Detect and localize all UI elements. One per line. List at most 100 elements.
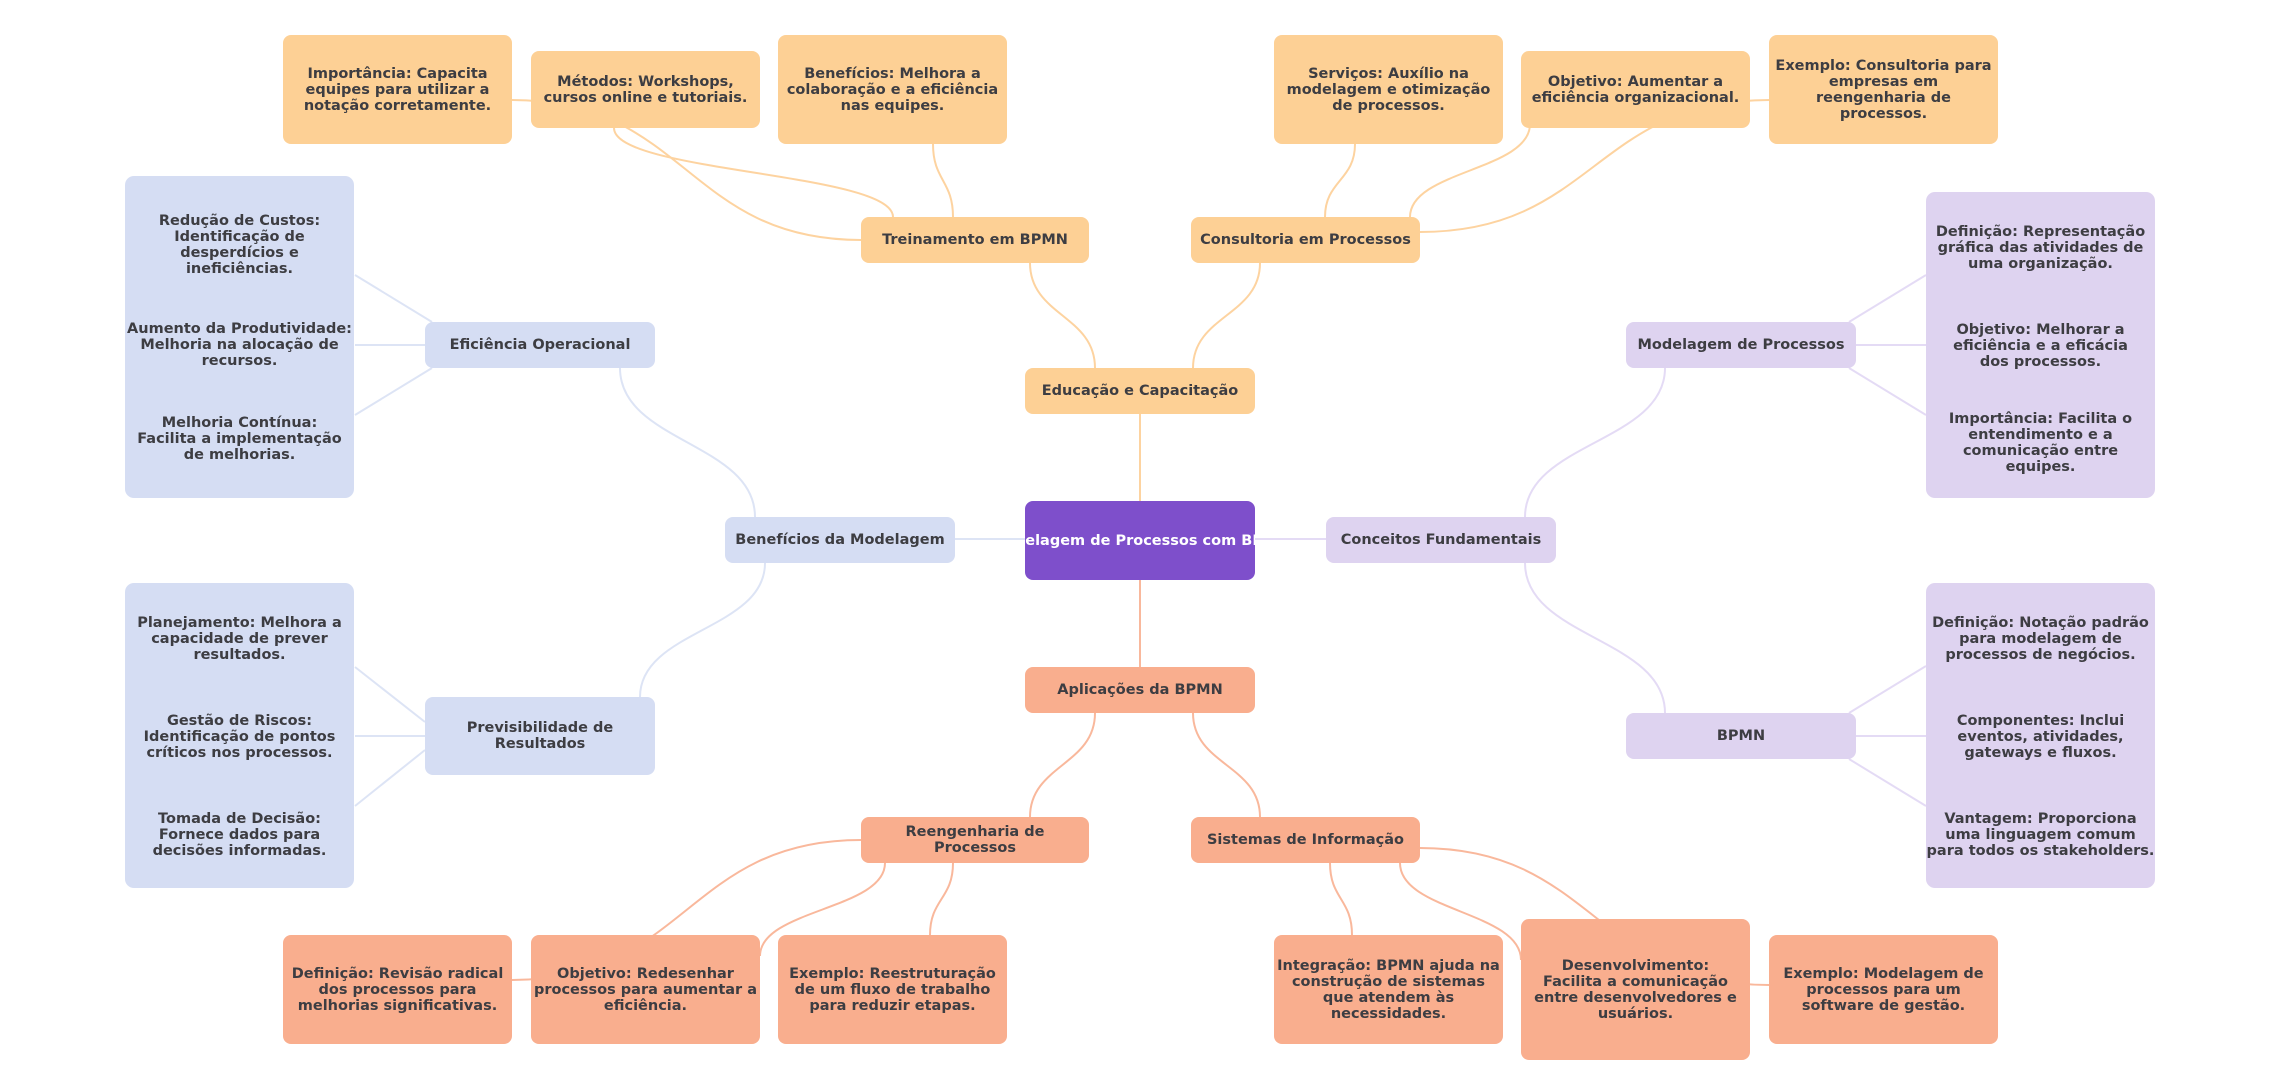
efficiency-leaves-panel xyxy=(125,176,354,498)
leaf-text: Gestão de Riscos: Identificação de ponto… xyxy=(143,713,336,761)
leaf-predictability-decision[interactable]: Tomada de Decisão: Fornece dados para de… xyxy=(125,789,354,881)
leaf-training-importance[interactable]: Importância: Capacita equipes para utili… xyxy=(283,35,512,144)
branch-benefits[interactable]: Benefícios da Modelagem xyxy=(725,517,955,563)
node-training-label: Treinamento em BPMN xyxy=(882,232,1068,248)
leaf-text: Métodos: Workshops, cursos online e tuto… xyxy=(543,73,748,106)
edge-benefits-predictability xyxy=(639,562,766,698)
edge-efficiency-leaf-0 xyxy=(354,274,433,323)
edge-training-leaf-2 xyxy=(932,143,954,218)
leaf-modeling-definition[interactable]: Definição: Representação gráfica das ati… xyxy=(1926,202,2155,294)
node-predictability[interactable]: Previsibilidade de Resultados xyxy=(425,697,655,775)
edge-predictability-leaf-0 xyxy=(354,666,426,723)
root-label: Modelagem de Processos com BPMN xyxy=(1025,532,1255,549)
node-efficiency-label: Eficiência Operacional xyxy=(449,337,631,353)
edge-education-training xyxy=(1029,262,1096,369)
leaf-predictability-risk[interactable]: Gestão de Riscos: Identificação de ponto… xyxy=(125,691,354,783)
node-training[interactable]: Treinamento em BPMN xyxy=(861,217,1089,263)
leaf-text: Definição: Revisão radical dos processos… xyxy=(291,965,504,1014)
node-efficiency[interactable]: Eficiência Operacional xyxy=(425,322,655,368)
leaf-text: Componentes: Inclui eventos, atividades,… xyxy=(1956,713,2125,761)
leaf-text: Tomada de Decisão: Fornece dados para de… xyxy=(152,811,327,859)
leaf-text: Serviços: Auxílio na modelagem e otimiza… xyxy=(1286,65,1491,114)
edge-concepts-bpmn xyxy=(1524,562,1666,714)
leaf-systems-example[interactable]: Exemplo: Modelagem de processos para um … xyxy=(1769,935,1998,1044)
branch-education[interactable]: Educação e Capacitação xyxy=(1025,368,1255,414)
leaf-text: Aumento da Produtividade: Melhoria na al… xyxy=(127,321,352,369)
leaf-text: Planejamento: Melhora a capacidade de pr… xyxy=(137,615,342,663)
leaf-text: Importância: Facilita o entendimento e a… xyxy=(1948,411,2133,475)
edge-consulting-leaf-0 xyxy=(1324,143,1356,218)
leaf-efficiency-continuous-improvement[interactable]: Melhoria Contínua: Facilita a implementa… xyxy=(125,394,354,484)
leaf-efficiency-productivity[interactable]: Aumento da Produtividade: Melhoria na al… xyxy=(125,300,354,390)
process-modeling-leaves-panel xyxy=(1926,192,2155,498)
leaf-text: Redução de Custos: Identificação de desp… xyxy=(158,213,321,277)
edge-efficiency-leaf-2 xyxy=(354,367,433,416)
leaf-reengineering-objective[interactable]: Objetivo: Redesenhar processos para aume… xyxy=(531,935,760,1044)
leaf-reengineering-definition[interactable]: Definição: Revisão radical dos processos… xyxy=(283,935,512,1044)
node-reengineering-label: Reengenharia de Processos xyxy=(905,824,1045,856)
leaf-text: Definição: Notação padrão para modelagem… xyxy=(1932,615,2149,663)
leaf-bpmn-components[interactable]: Componentes: Inclui eventos, atividades,… xyxy=(1926,691,2155,783)
bpmn-leaves-panel xyxy=(1926,583,2155,888)
edge-concepts-modeling xyxy=(1524,367,1666,518)
edge-predictability-leaf-2 xyxy=(354,749,426,807)
leaf-systems-development[interactable]: Desenvolvimento: Facilita a comunicação … xyxy=(1521,919,1750,1060)
edge-training-leaf-1 xyxy=(613,127,894,218)
node-consulting-label: Consultoria em Processos xyxy=(1200,232,1411,248)
leaf-consulting-example[interactable]: Exemplo: Consultoria para empresas em re… xyxy=(1769,35,1998,144)
leaf-text: Vantagem: Proporciona uma linguagem comu… xyxy=(1926,811,2155,859)
leaf-text: Exemplo: Reestruturação de um fluxo de t… xyxy=(789,965,996,1014)
leaf-bpmn-advantage[interactable]: Vantagem: Proporciona uma linguagem comu… xyxy=(1926,789,2155,881)
node-bpmn-label: BPMN xyxy=(1716,728,1766,744)
leaf-text: Objetivo: Melhorar a eficiência e a efic… xyxy=(1953,322,2128,370)
root-node[interactable]: Modelagem de Processos com BPMN xyxy=(1025,501,1255,580)
leaf-consulting-objective[interactable]: Objetivo: Aumentar a eficiência organiza… xyxy=(1521,51,1750,128)
leaf-text: Importância: Capacita equipes para utili… xyxy=(303,65,492,114)
node-process-modeling-label: Modelagem de Processos xyxy=(1637,337,1845,353)
node-information-systems-label: Sistemas de Informação xyxy=(1206,832,1405,848)
edge-consulting-leaf-1 xyxy=(1409,123,1531,218)
branch-benefits-label: Benefícios da Modelagem xyxy=(735,532,945,548)
leaf-consulting-services[interactable]: Serviços: Auxílio na modelagem e otimiza… xyxy=(1274,35,1503,144)
leaf-training-benefits[interactable]: Benefícios: Melhora a colaboração e a ef… xyxy=(778,35,1007,144)
leaf-modeling-importance[interactable]: Importância: Facilita o entendimento e a… xyxy=(1926,397,2155,489)
node-predictability-label: Previsibilidade de Resultados xyxy=(466,720,614,752)
predictability-leaves-panel xyxy=(125,583,354,888)
leaf-text: Desenvolvimento: Facilita a comunicação … xyxy=(1534,957,1737,1022)
branch-applications-label: Aplicações da BPMN xyxy=(1057,682,1223,698)
edge-reengineering-leaf-1 xyxy=(759,862,886,957)
edge-reengineering-leaf-2 xyxy=(929,862,954,936)
edge-benefits-efficiency xyxy=(619,367,756,518)
edge-education-consulting xyxy=(1192,262,1261,369)
node-reengineering[interactable]: Reengenharia de Processos xyxy=(861,817,1089,863)
edge-systems-leaf-0 xyxy=(1329,862,1353,936)
leaf-text: Exemplo: Modelagem de processos para um … xyxy=(1783,965,1984,1014)
leaf-efficiency-cost-reduction[interactable]: Redução de Custos: Identificação de desp… xyxy=(125,176,354,314)
branch-concepts[interactable]: Conceitos Fundamentais xyxy=(1326,517,1556,563)
leaf-text: Definição: Representação gráfica das ati… xyxy=(1935,224,2146,272)
leaf-text: Integração: BPMN ajuda na construção de … xyxy=(1277,957,1500,1022)
leaf-training-methods[interactable]: Métodos: Workshops, cursos online e tuto… xyxy=(531,51,760,128)
node-process-modeling[interactable]: Modelagem de Processos xyxy=(1626,322,1856,368)
branch-education-label: Educação e Capacitação xyxy=(1041,383,1239,399)
edge-bpmn-leaf-2 xyxy=(1848,758,1927,807)
edge-modeling-leaf-2 xyxy=(1848,367,1927,416)
leaf-text: Objetivo: Redesenhar processos para aume… xyxy=(533,965,758,1014)
node-consulting[interactable]: Consultoria em Processos xyxy=(1191,217,1420,263)
leaf-text: Benefícios: Melhora a colaboração e a ef… xyxy=(786,65,999,114)
leaf-bpmn-definition[interactable]: Definição: Notação padrão para modelagem… xyxy=(1926,593,2155,685)
leaf-reengineering-example[interactable]: Exemplo: Reestruturação de um fluxo de t… xyxy=(778,935,1007,1044)
leaf-systems-integration[interactable]: Integração: BPMN ajuda na construção de … xyxy=(1274,935,1503,1044)
leaf-modeling-objective[interactable]: Objetivo: Melhorar a eficiência e a efic… xyxy=(1926,300,2155,392)
node-information-systems[interactable]: Sistemas de Informação xyxy=(1191,817,1420,863)
edge-modeling-leaf-0 xyxy=(1848,274,1927,323)
leaf-text: Objetivo: Aumentar a eficiência organiza… xyxy=(1531,73,1740,106)
leaf-text: Melhoria Contínua: Facilita a implementa… xyxy=(137,415,342,463)
edge-systems-leaf-1 xyxy=(1399,862,1522,961)
leaf-predictability-planning[interactable]: Planejamento: Melhora a capacidade de pr… xyxy=(125,593,354,685)
leaf-text: Exemplo: Consultoria para empresas em re… xyxy=(1775,57,1992,122)
edge-applications-reengineering xyxy=(1029,712,1096,818)
node-bpmn[interactable]: BPMN xyxy=(1626,713,1856,759)
edge-bpmn-leaf-0 xyxy=(1848,665,1927,714)
branch-applications[interactable]: Aplicações da BPMN xyxy=(1025,667,1255,713)
